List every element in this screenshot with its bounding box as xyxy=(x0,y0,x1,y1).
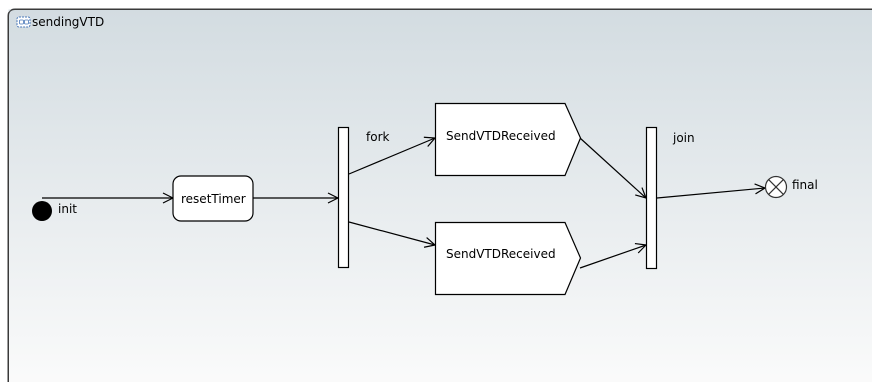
final-label: final xyxy=(792,178,818,192)
final-node[interactable] xyxy=(766,177,787,198)
reset-timer-label: resetTimer xyxy=(181,192,246,206)
fork-bar[interactable] xyxy=(339,128,349,268)
join-label: join xyxy=(673,131,695,145)
init-label: init xyxy=(58,202,77,216)
fork-label: fork xyxy=(366,130,389,144)
join-bar[interactable] xyxy=(647,128,657,269)
send-bottom-label: SendVTDReceived xyxy=(446,247,556,261)
activity-icon xyxy=(17,17,30,27)
initial-node[interactable] xyxy=(32,201,52,221)
send-top-label: SendVTDReceived xyxy=(446,129,556,143)
diagram-title: sendingVTD xyxy=(32,15,104,29)
